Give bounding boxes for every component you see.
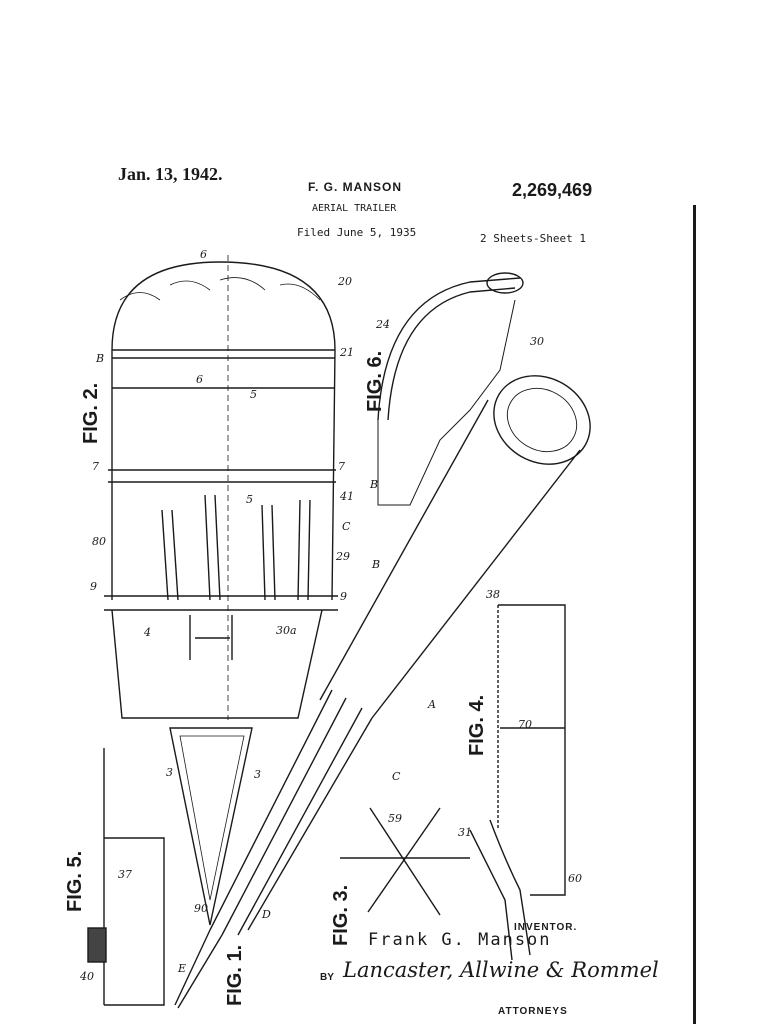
svg-text:9: 9	[340, 590, 347, 603]
svg-text:24: 24	[375, 318, 390, 331]
svg-text:90: 90	[194, 902, 208, 915]
inventor-name: Frank G. Manson	[368, 930, 552, 950]
svg-text:30: 30	[530, 335, 544, 348]
svg-text:C: C	[342, 520, 351, 533]
svg-text:37: 37	[118, 868, 132, 881]
svg-text:70: 70	[518, 718, 532, 731]
reference-marks: 6 6 5 5 7 7 9 9 4 3 3 20 21 24 41 29 30 …	[79, 248, 582, 983]
svg-text:6: 6	[200, 248, 207, 261]
svg-text:E: E	[177, 962, 186, 975]
fig2-cone	[169, 727, 253, 926]
by-label: BY	[320, 972, 334, 983]
sheet-count: 2 Sheets-Sheet 1	[480, 232, 586, 245]
svg-text:40: 40	[79, 970, 94, 983]
svg-text:29: 29	[335, 550, 350, 563]
page-edge-line	[693, 205, 696, 1024]
svg-text:A: A	[427, 698, 436, 711]
svg-text:5: 5	[250, 388, 257, 401]
svg-text:21: 21	[339, 346, 354, 359]
fig4-drawing	[469, 604, 566, 961]
fig3-drawing	[340, 807, 470, 916]
fig4-label: FIG. 4.	[466, 694, 488, 756]
filed-date: Filed June 5, 1935	[297, 226, 417, 239]
svg-text:7: 7	[338, 460, 345, 473]
svg-text:80: 80	[92, 535, 106, 548]
patent-date: Jan. 13, 1942.	[118, 164, 223, 184]
svg-text:D: D	[261, 908, 271, 921]
fig1-drawing	[174, 375, 591, 1009]
svg-text:3: 3	[254, 768, 261, 781]
fig2-drawing	[104, 255, 338, 720]
svg-text:B: B	[369, 478, 378, 491]
inventor-label: INVENTOR.	[514, 922, 578, 933]
inventor-header: F. G. MANSON	[308, 180, 403, 194]
svg-text:3: 3	[166, 766, 173, 779]
svg-text:B: B	[95, 352, 104, 365]
svg-text:41: 41	[339, 490, 354, 503]
fig1-label: FIG. 1.	[224, 944, 246, 1006]
fig6-drawing	[377, 272, 524, 506]
attorneys-label: ATTORNEYS	[498, 1006, 568, 1017]
attorney-signature: Lancaster, Allwine & Rommel	[343, 958, 659, 982]
patent-number: 2,269,469	[512, 180, 593, 200]
patent-title: AERIAL TRAILER	[312, 203, 397, 214]
svg-text:4: 4	[143, 626, 151, 639]
svg-text:60: 60	[568, 872, 582, 885]
svg-text:6: 6	[196, 373, 203, 386]
svg-text:30a: 30a	[276, 624, 297, 637]
svg-text:38: 38	[486, 588, 500, 601]
svg-text:9: 9	[90, 580, 97, 593]
svg-text:C: C	[392, 770, 401, 783]
svg-text:20: 20	[337, 275, 352, 288]
fig5-label: FIG. 5.	[64, 850, 86, 912]
fig6-label: FIG. 6.	[364, 350, 386, 412]
fig5-drawing	[87, 748, 165, 1006]
svg-text:31: 31	[458, 826, 472, 839]
svg-text:5: 5	[246, 493, 253, 506]
svg-text:59: 59	[388, 812, 402, 825]
svg-text:7: 7	[92, 460, 99, 473]
fig3-label: FIG. 3.	[330, 884, 352, 946]
fig2-label: FIG. 2.	[80, 382, 102, 444]
svg-text:B: B	[371, 558, 380, 571]
